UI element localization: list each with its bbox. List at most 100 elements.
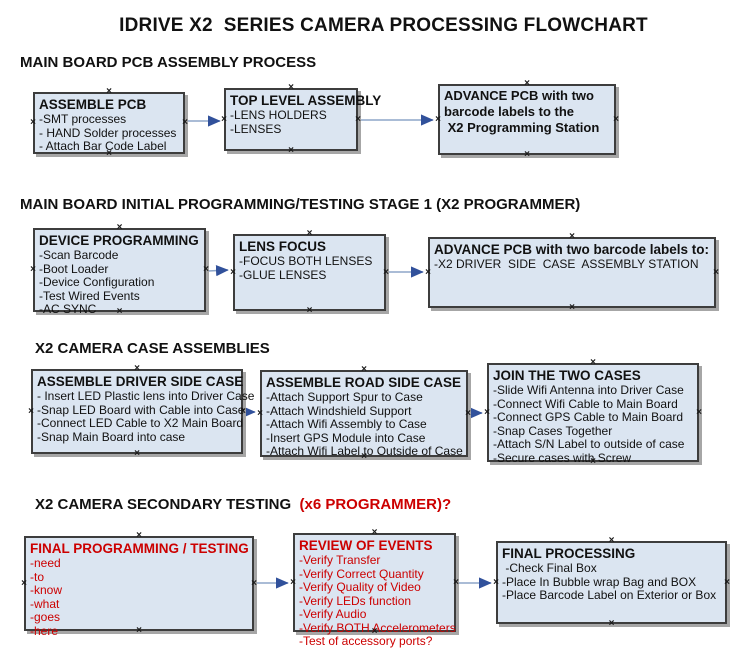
flow-box-review-of-events: REVIEW OF EVENTS -Verify Transfer -Verif… [293,533,456,648]
section-header-pcb-assembly: MAIN BOARD PCB ASSEMBLY PROCESS [20,54,317,71]
box-line: -Verify Correct Quantity [299,566,424,581]
flow-box-advance-pcb-programming-station: ADVANCE PCB with two barcode labels to t… [438,84,616,155]
connection-handle-icon: × [435,113,441,125]
box-line: -FOCUS BOTH LENSES [239,254,373,268]
connection-handle-icon: × [28,405,34,417]
flow-box-assemble-road-side-case: ASSEMBLE ROAD SIDE CASE -Attach Support … [260,370,468,458]
box-line: - Insert LED Plastic lens into Driver Ca… [37,389,255,403]
connection-handle-icon: × [465,407,471,419]
connection-handle-icon: × [696,406,702,418]
connection-handle-icon: × [524,78,530,89]
box-line: -Verify Quality of Video [299,580,421,594]
connection-handle-icon: × [453,576,459,588]
connection-handle-icon: × [240,405,246,417]
connection-handle-icon: × [290,576,296,588]
section-header-initial-programming: MAIN BOARD INITIAL PROGRAMMING/TESTING S… [20,196,581,213]
connection-handle-icon: × [230,266,236,278]
box-line: -Place Barcode Label on Exterior or Box [502,588,717,602]
connection-handle-icon: × [713,266,719,278]
connection-handle-icon: × [30,117,36,128]
connection-handle-icon: × [182,117,188,128]
box-title: REVIEW OF EVENTS [299,538,433,553]
box-line: -AC SYNC [39,302,97,316]
box-line: -Slide Wifi Antenna into Driver Case [493,383,684,397]
connection-handle-icon: × [106,86,112,97]
box-line: -Test of accessory ports? [299,634,433,648]
connection-handle-icon: × [493,576,499,588]
box-line: ADVANCE PCB with two [444,88,594,103]
connection-handle-icon: × [590,456,596,467]
box-line: -Verify LEDs function [299,593,412,608]
connection-handle-icon: × [361,451,367,462]
connection-handle-icon: × [383,266,389,278]
connection-handle-icon: × [134,448,140,459]
box-title: ASSEMBLE ROAD SIDE CASE [266,375,462,390]
box-line: -Attach S/N Label to outside of case [493,437,685,451]
connection-handle-icon: × [613,113,619,125]
box-line: -goes [30,610,61,624]
box-line: -Check Final Box [502,561,597,575]
section-header-red-part: (x6 PROGRAMMER)? [291,496,452,513]
box-line: -LENSES [230,121,282,136]
connection-handle-icon: × [306,228,313,239]
box-line: -Snap LED Board with Cable into Case [37,402,245,417]
box-line: -Attach Wifi Assembly to Case [266,417,427,431]
box-title: ADVANCE PCB with two barcode labels to: [434,242,710,257]
connection-handle-icon: × [251,577,257,589]
connection-handle-icon: × [21,577,27,589]
box-line: -X2 DRIVER SIDE CASE ASSEMBLY STATION [434,257,699,271]
box-line: -Connect LED Cable to X2 Main Board [37,416,244,430]
box-line: -Attach Support Spur to Case [266,390,423,404]
flow-box-top-level-assembly: TOP LEVEL ASSEMBLY -LENS HOLDERS -LENSES [224,88,381,151]
box-line: -need [30,556,61,570]
box-line: -Connect Wifi Cable to Main Board [493,396,678,411]
box-line: -Snap Main Board into case [37,429,186,444]
flow-box-device-programming: DEVICE PROGRAMMING -Scan Barcode -Boot L… [33,228,206,316]
connection-handle-icon: × [724,576,730,588]
box-title: ASSEMBLE PCB [39,97,147,112]
connection-handle-icon: × [203,264,209,275]
box-line: -Verify Transfer [299,553,381,567]
flow-box-join-the-two-cases: JOIN THE TWO CASES -Slide Wifi Antenna i… [487,363,699,464]
connection-handle-icon: × [134,363,140,374]
section-header-secondary-testing: X2 CAMERA SECONDARY TESTING (x6 PROGRAMM… [35,496,451,513]
box-line: -GLUE LENSES [239,267,327,282]
connection-handle-icon: × [524,149,530,160]
box-line: - HAND Solder processes [39,125,177,140]
connection-handle-icon: × [425,266,431,278]
box-line: -SMT processes [39,112,127,126]
box-line: -Boot Loader [39,261,109,276]
flow-box-lens-focus: LENS FOCUS -FOCUS BOTH LENSES -GLUE LENS… [233,234,386,311]
connection-handle-icon: × [116,222,123,233]
flow-box-assemble-driver-side-case: ASSEMBLE DRIVER SIDE CASE - Insert LED P… [31,369,255,454]
connection-handle-icon: × [221,113,227,125]
section-header-case-assemblies: X2 CAMERA CASE ASSEMBLIES [35,340,270,357]
box-line: -Secure cases with Screw [493,450,632,465]
connection-handle-icon: × [484,406,490,418]
box-line: -Attach Wifi Label to Outside of Case [266,444,463,458]
box-line: -Scan Barcode [39,248,119,262]
connection-handle-icon: × [116,306,123,317]
connection-handle-icon: × [136,625,142,636]
connection-handle-icon: × [590,357,596,368]
box-title: FINAL PROGRAMMING / TESTING [30,541,249,556]
box-line: -Device Configuration [39,275,155,289]
connection-handle-icon: × [371,626,378,637]
connection-handle-icon: × [30,264,36,275]
flow-box-final-programming-testing: FINAL PROGRAMMING / TESTING -need -to -k… [24,536,254,637]
box-line: -here [30,623,59,638]
connection-handle-icon: × [306,305,313,316]
box-title: DEVICE PROGRAMMING [39,233,199,248]
connection-handle-icon: × [361,364,367,375]
box-line: -Verify BOTH Accelerometers [299,620,456,635]
box-line: -Connect GPS Cable to Main Board [493,410,684,424]
flow-box-final-processing: FINAL PROCESSING -Check Final Box -Place… [496,541,727,624]
connection-handle-icon: × [355,113,361,125]
box-line: -Verify Audio [299,607,367,621]
connection-handle-icon: × [257,407,263,419]
box-title: LENS FOCUS [239,239,327,254]
flow-box-advance-pcb-driver-side: ADVANCE PCB with two barcode labels to: … [428,237,716,308]
connector-arrow [207,265,229,277]
box-line: barcode labels to the [444,104,575,119]
